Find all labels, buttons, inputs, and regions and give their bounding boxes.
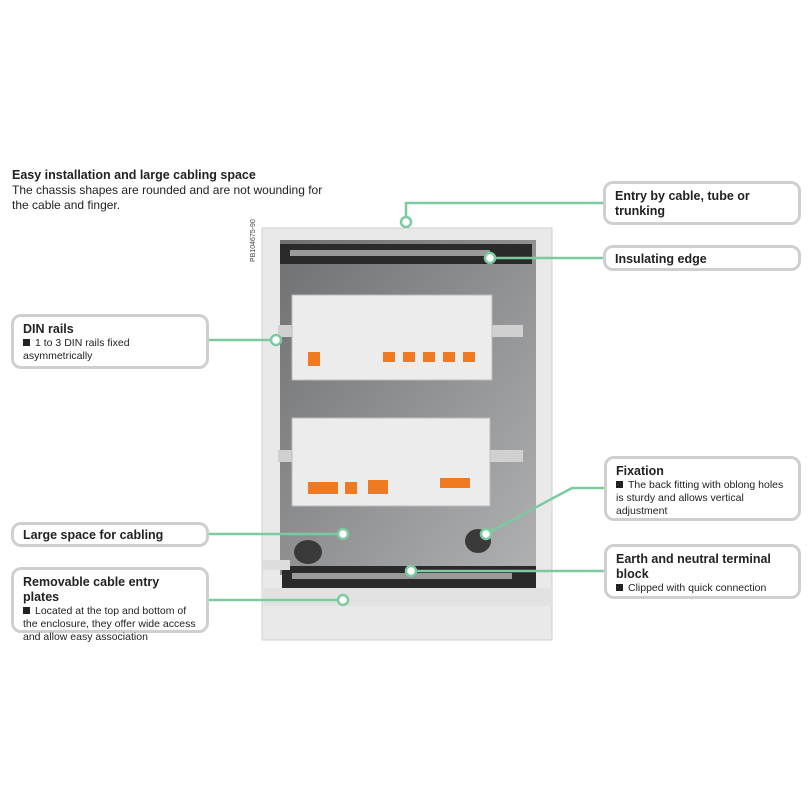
- callout-cabling-space: Large space for cabling: [11, 522, 209, 547]
- callout-entry: Entry by cable, tube or trunking: [603, 181, 801, 225]
- callout-insulating: Insulating edge: [603, 245, 801, 271]
- connector-entry: [404, 201, 603, 220]
- callout-entry-plates: Removable cable entry plates Located at …: [11, 567, 209, 643]
- callout-desc: 1 to 3 DIN rails fixed asymmetrically: [23, 337, 130, 362]
- bullet-icon: [23, 607, 30, 614]
- callout-title: Insulating edge: [615, 252, 707, 266]
- intro-title: Easy installation and large cabling spac…: [12, 168, 256, 182]
- intro: Easy installation and large cabling spac…: [12, 168, 342, 213]
- breakers-row-1: [291, 294, 493, 381]
- callout-title: Earth and neutral terminal block: [616, 552, 771, 581]
- callout-earth-neutral: Earth and neutral terminal block Clipped…: [604, 544, 801, 599]
- callout-title: Entry by cable, tube or trunking: [615, 189, 750, 218]
- cable-entry-hole-left: [294, 540, 322, 564]
- callout-title: DIN rails: [23, 322, 74, 336]
- callout-title: Fixation: [616, 464, 664, 478]
- callout-fixation: Fixation The back fitting with oblong ho…: [604, 456, 801, 521]
- callout-desc: The back fitting with oblong holes is st…: [616, 479, 784, 517]
- bottom-entry-plate: [262, 588, 552, 606]
- bullet-icon: [616, 584, 623, 591]
- callout-desc: Located at the top and bottom of the enc…: [23, 605, 196, 643]
- callout-din-rails: DIN rails 1 to 3 DIN rails fixed asymmet…: [11, 314, 209, 369]
- callout-title: Large space for cabling: [23, 528, 164, 542]
- bullet-icon: [616, 481, 623, 488]
- bullet-icon: [23, 339, 30, 346]
- connector-fixation: [485, 486, 605, 536]
- intro-text: The chassis shapes are rounded and are n…: [12, 183, 323, 212]
- callout-title: Removable cable entry plates: [23, 575, 160, 604]
- callout-desc: Clipped with quick connection: [628, 582, 767, 594]
